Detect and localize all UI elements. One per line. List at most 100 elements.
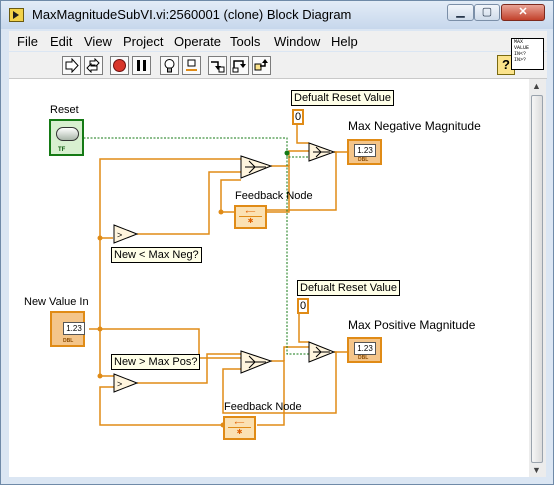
abort-icon <box>113 59 126 72</box>
reset-boolean-control[interactable]: TF <box>49 119 84 156</box>
scrollbar-thumb[interactable] <box>531 95 543 463</box>
scroll-up-arrow-icon[interactable]: ▲ <box>532 81 541 91</box>
vertical-scrollbar[interactable]: ▲ ▼ <box>529 79 546 477</box>
max-neg-label: Max Negative Magnitude <box>348 119 481 133</box>
toolbar: ? <box>9 52 547 79</box>
vi-connector-icon[interactable]: MAX VALUE IN<? IN>? <box>511 38 544 70</box>
default-reset-bottom-constant[interactable]: 0 <box>297 298 309 314</box>
max-neg-type: DBL <box>358 157 369 163</box>
step-out-button[interactable] <box>252 56 271 75</box>
pause-icon <box>137 60 146 71</box>
new-value-label: New Value In <box>24 296 89 308</box>
highlight-execution-button[interactable] <box>160 56 179 75</box>
default-reset-top-label: Defualt Reset Value <box>291 90 395 106</box>
run-continuously-button[interactable] <box>84 56 103 75</box>
wire-layer: > > <box>80 125 354 428</box>
minimize-button[interactable]: ▁ <box>447 4 474 21</box>
step-over-icon <box>232 60 246 73</box>
highlight-execution-icon <box>164 59 175 73</box>
max-pos-indicator[interactable]: 1.23 DBL <box>347 337 382 363</box>
step-into-icon <box>211 61 225 73</box>
less-than-node <box>113 224 139 244</box>
reset-type: TF <box>58 147 66 153</box>
title-bar[interactable]: MaxMagnitudeSubVI.vi:2560001 (clone) Blo… <box>1 1 553 29</box>
max-neg-indicator[interactable]: 1.23 DBL <box>347 139 382 165</box>
vi-icon-line-2: VALUE <box>514 45 530 51</box>
menu-file[interactable]: File <box>17 34 38 49</box>
scroll-down-arrow-icon[interactable]: ▼ <box>532 465 541 475</box>
wire-reset-boolean-bottom <box>286 157 309 355</box>
select-node-top-glyph <box>245 160 266 174</box>
feedback-arrow-icon: ⟵ <box>228 420 251 428</box>
menu-project[interactable]: Project <box>123 34 164 49</box>
vi-icon-line-3: IN<? <box>514 51 527 57</box>
boolean-switch-icon <box>56 127 79 141</box>
wire-new-value-mid <box>100 328 241 359</box>
vi-icon-line-4: IN>? <box>514 57 527 63</box>
maximize-button[interactable]: ▢ <box>474 4 500 21</box>
wire-reset-const-bottom <box>298 313 309 343</box>
new-value-display: 1.23 <box>63 322 85 335</box>
close-button[interactable]: ✕ <box>501 4 545 21</box>
step-over-button[interactable] <box>230 56 249 75</box>
cmp-pos-label: New > Max Pos? <box>111 354 201 370</box>
menu-bar: File Edit View Project Operate Tools Win… <box>9 31 547 51</box>
step-into-button[interactable] <box>208 56 227 75</box>
max-pos-label: Max Positive Magnitude <box>348 318 476 332</box>
default-reset-bottom-label: Defualt Reset Value <box>297 280 401 296</box>
max-neg-display: 1.23 <box>354 144 376 157</box>
select-node-bottom-glyph <box>245 355 266 369</box>
reset-label: Reset <box>50 104 79 116</box>
feedback-init-icon: ✱ <box>247 218 254 225</box>
max-pos-type: DBL <box>358 355 369 361</box>
menu-help[interactable]: Help <box>331 34 358 49</box>
wire-new-value-main <box>89 158 241 330</box>
wire-cmp-neg-to-select <box>137 171 241 235</box>
wire-reset-const-top <box>296 125 309 144</box>
step-out-icon <box>254 59 268 71</box>
wire-junction-bool <box>284 150 290 156</box>
new-value-type: DBL <box>63 338 74 344</box>
wire-cmp-pos-to-select <box>137 353 241 384</box>
new-value-numeric-control[interactable]: 1.23 DBL <box>50 311 85 347</box>
wire-select-bottom-to-reset-select <box>283 346 309 361</box>
menu-view[interactable]: View <box>84 34 112 49</box>
wire-select-top-to-feedback <box>267 165 290 213</box>
menu-edit[interactable]: Edit <box>50 34 73 49</box>
default-reset-top-constant[interactable]: 0 <box>292 109 304 125</box>
menu-tools[interactable]: Tools <box>230 34 261 49</box>
reset-select-node-top-glyph <box>313 146 330 158</box>
vi-icon-line-1: MAX <box>514 39 524 45</box>
wire-junction-3 <box>97 373 103 379</box>
block-diagram-canvas[interactable]: > > Reset TF New Value In 1.23 DBL Defua… <box>9 79 529 477</box>
feedback-bottom-label: Feedback Node <box>224 401 302 413</box>
menu-operate[interactable]: Operate <box>174 34 221 49</box>
wire-feedback-bottom-out <box>99 386 223 426</box>
feedback-init-icon: ✱ <box>236 429 243 436</box>
less-than-glyph: > <box>117 230 122 240</box>
feedback-node-bottom[interactable]: ⟵ ✱ <box>223 416 256 440</box>
feedback-top-label: Feedback Node <box>235 190 313 202</box>
feedback-node-top[interactable]: ⟵ ✱ <box>234 205 267 229</box>
retain-wire-values-icon <box>186 59 197 71</box>
greater-than-node <box>113 373 139 393</box>
abort-button[interactable] <box>110 56 129 75</box>
reset-select-node-bottom-glyph <box>313 346 330 358</box>
cmp-neg-label: New < Max Neg? <box>111 247 202 263</box>
wire-junction-4 <box>218 209 224 215</box>
wire-reset-boolean-top <box>80 137 309 158</box>
labview-app-icon[interactable] <box>9 8 24 22</box>
wire-feedback-top-out <box>220 179 241 213</box>
greater-than-glyph: > <box>117 379 122 389</box>
pause-button[interactable] <box>132 56 151 75</box>
max-pos-display: 1.23 <box>354 342 376 355</box>
retain-wire-values-button[interactable] <box>182 56 201 75</box>
wire-junction-1 <box>97 235 103 241</box>
wire-select-bottom-to-feedback <box>257 360 285 426</box>
menu-window[interactable]: Window <box>274 34 321 49</box>
wire-max-pos-to-feedback <box>222 351 337 414</box>
run-button[interactable] <box>62 56 81 75</box>
run-continuously-icon <box>86 58 100 73</box>
run-arrow-icon <box>65 58 79 73</box>
